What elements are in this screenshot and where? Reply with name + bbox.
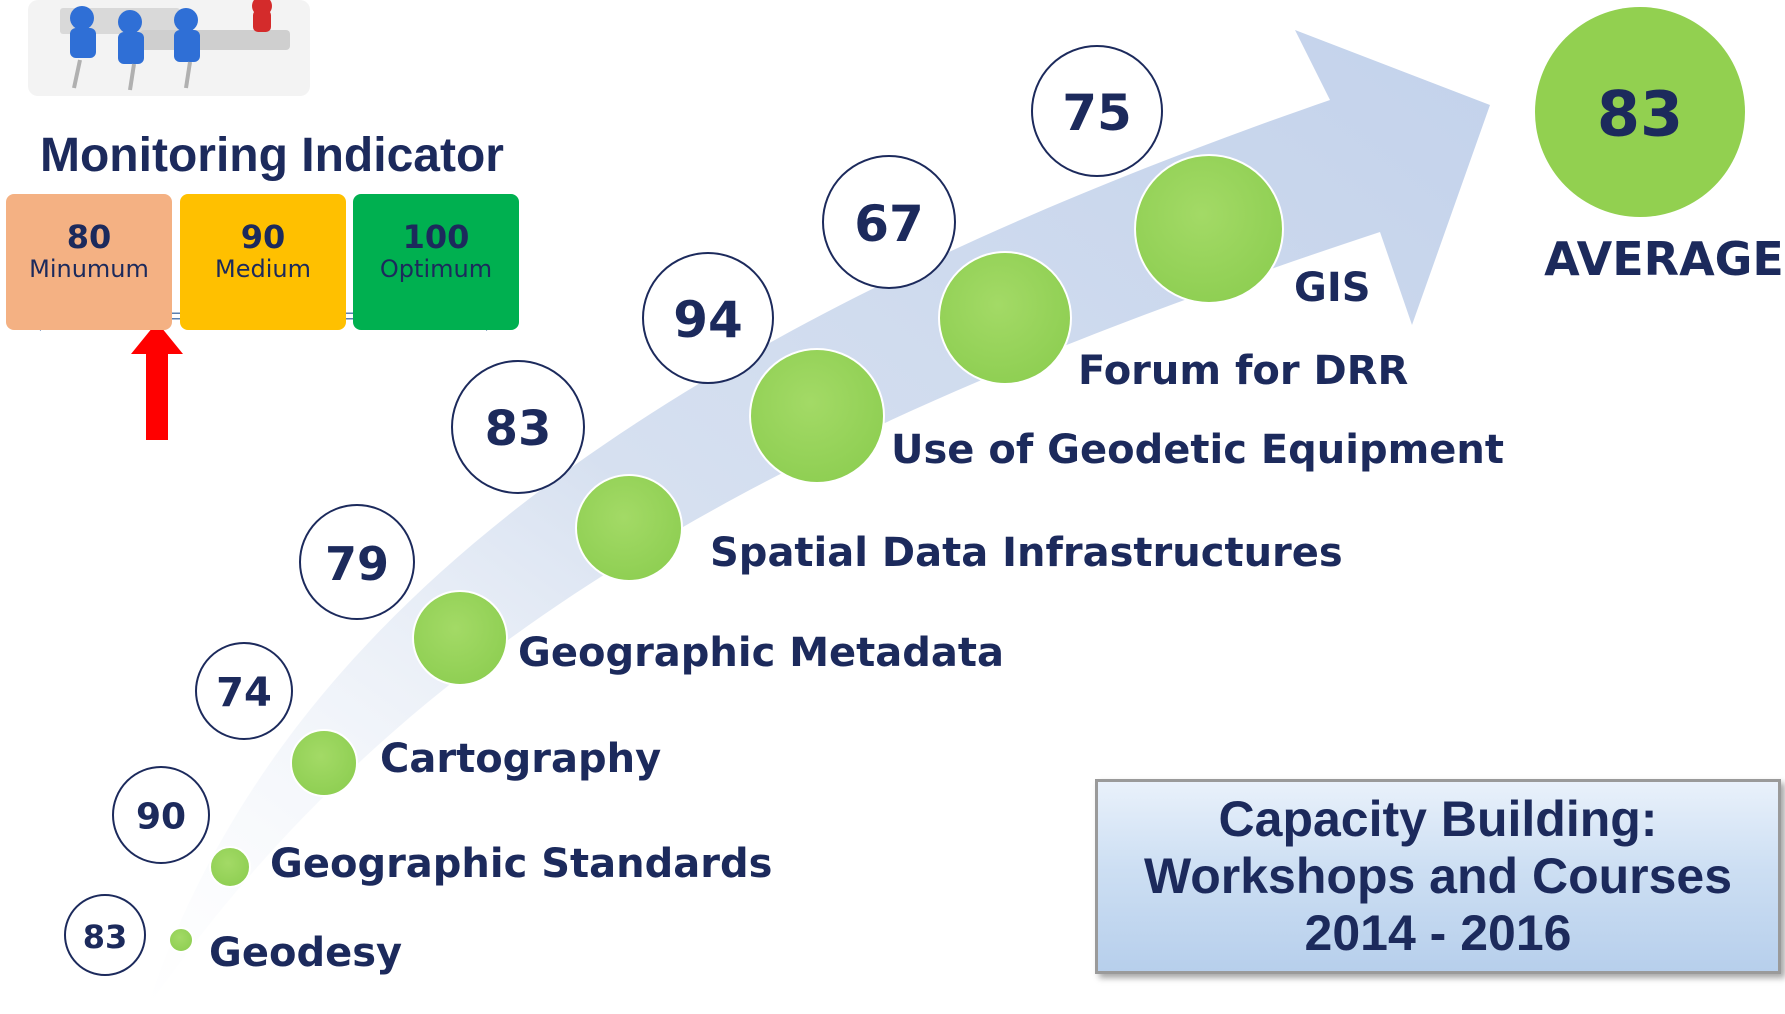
course-label: Spatial Data Infrastructures [710, 530, 1343, 576]
score-circle [195, 642, 293, 740]
indicator-level-medium: 90 Medium [180, 194, 346, 330]
course-label: Geodesy [209, 930, 402, 976]
title-box: Capacity Building: Workshops and Courses… [1095, 779, 1781, 974]
course-score: 75 [1062, 84, 1132, 142]
indicator-minimum-name: Minumum [29, 255, 149, 283]
course-score: 79 [325, 537, 389, 591]
score-circle [451, 360, 585, 494]
score-circle [1031, 45, 1163, 177]
title-line-2: Workshops and Courses [1143, 848, 1733, 904]
course-node [938, 251, 1072, 385]
team-illustration [28, 0, 310, 96]
title-line-3: 2014 - 2016 [1304, 905, 1572, 961]
average-indicator: 83 AVERAGE [1535, 7, 1784, 286]
indicator-medium-value: 90 [240, 218, 286, 256]
title-line-1: Capacity Building: [1218, 791, 1658, 847]
course-score: 90 [136, 797, 186, 838]
course-node [290, 729, 358, 797]
course-node [1134, 154, 1284, 304]
score-circle [642, 252, 774, 384]
score-circle [822, 155, 956, 289]
course-score: 83 [485, 401, 552, 457]
score-circle [64, 894, 146, 976]
indicator-level-minimum: 80 Minumum [6, 194, 172, 330]
course-label: Cartography [380, 736, 661, 782]
course-score: 74 [216, 670, 272, 716]
indicator-optimum-name: Optimum [379, 255, 493, 283]
average-circle [1535, 7, 1745, 217]
average-label: AVERAGE [1544, 232, 1784, 286]
course-node [168, 927, 194, 953]
course-label: GIS [1294, 265, 1371, 311]
indicator-level-optimum: 100 Optimum [353, 194, 519, 330]
course-label: Use of Geodetic Equipment [891, 427, 1504, 473]
indicator-medium-name: Medium [215, 255, 311, 283]
course-node [412, 590, 508, 686]
course-label: Geographic Metadata [518, 630, 1004, 676]
score-circle [299, 504, 415, 620]
indicator-minimum-value: 80 [66, 218, 112, 256]
course-score: 67 [854, 195, 924, 253]
course-label: Forum for DRR [1078, 348, 1408, 394]
monitoring-indicator-title: Monitoring Indicator [40, 129, 504, 182]
indicator-optimum-value: 100 [402, 218, 470, 256]
current-level-marker-arrow [131, 322, 183, 440]
course-label: Geographic Standards [270, 841, 772, 887]
course-score: 83 [83, 918, 128, 956]
average-value: 83 [1597, 78, 1683, 151]
course-node [749, 348, 885, 484]
score-circle [112, 766, 210, 864]
course-node [209, 846, 251, 888]
course-item: 83 Geodesy [64, 894, 402, 976]
course-node [575, 474, 683, 582]
course-score: 94 [673, 291, 743, 349]
